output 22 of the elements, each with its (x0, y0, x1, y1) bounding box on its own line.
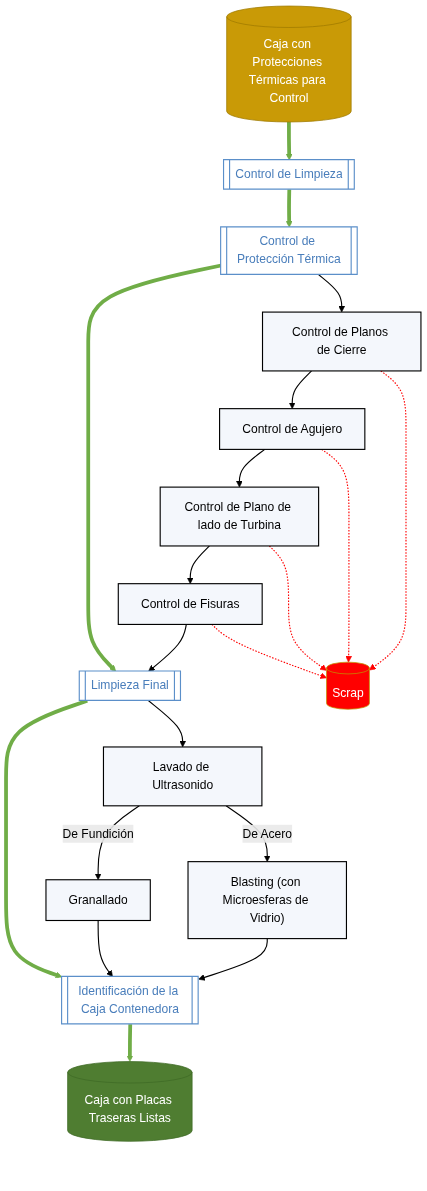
arrow (211, 623, 327, 679)
arrow (126, 1024, 134, 1062)
arrow (97, 919, 113, 977)
arrow (148, 700, 186, 748)
arrow (369, 370, 407, 671)
arrow (4, 699, 88, 979)
node-box: Lavado de Ultrasonido (102, 746, 263, 807)
arrow (288, 370, 313, 409)
node-box: Control de Plano de lado de Turbina (159, 486, 320, 547)
edge-label: De Acero (242, 826, 293, 840)
node-box: Control de Agujero (219, 408, 366, 450)
node-box: Blasting (con Microesferas de Vidrio) (187, 861, 347, 940)
arrow (236, 448, 266, 488)
node-box: Control de Fisuras (117, 583, 263, 625)
arrow (318, 274, 346, 313)
edge-label: De Fundición (62, 826, 134, 840)
node-box: Granallado (45, 879, 151, 922)
arrow (321, 448, 352, 663)
arrow (268, 545, 327, 671)
node-box: Control de Planos de Cierre (261, 311, 422, 372)
arrow (186, 545, 210, 584)
arrow (198, 938, 268, 981)
